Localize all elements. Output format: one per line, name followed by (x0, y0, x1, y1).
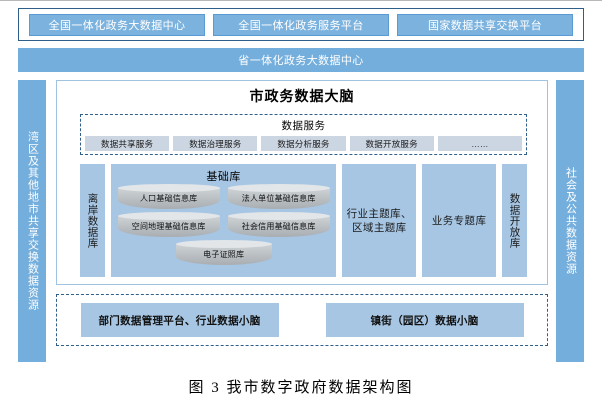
left-side-column-bay-area-resources: 湾区及其他地市共享交换数据资源 (18, 80, 46, 362)
data-services-title: 数据服务 (281, 120, 326, 132)
base-database-box: 基础库 人口基础信息库 法人单位基础信息库 空间地理基 (111, 164, 337, 277)
industry-and-regional-theme-database-box: 行业主题库、区域主题库 (342, 164, 417, 277)
open-data-database-box: 数据开放库 (502, 164, 528, 277)
national-platform-item-1: 全国一体化政务服务平台 (213, 13, 389, 36)
national-platform-item-2: 国家数据共享交换平台 (397, 13, 573, 36)
figure-caption: 图 3 我市数字政府数据架构图 (188, 380, 414, 396)
database-cylinder-icon-e-certificate: 电子证照库 (175, 240, 272, 265)
data-service-chip-label-0: 数据共享服务 (101, 138, 154, 149)
national-platform-label-2: 国家数据共享交换平台 (428, 19, 542, 32)
database-cylinder-label-2: 空间地理基础信息库 (131, 222, 206, 231)
database-cylinder-icon-geospatial: 空间地理基础信息库 (117, 212, 220, 237)
industry-and-regional-theme-database-label: 行业主题库、区域主题库 (346, 207, 412, 234)
data-service-chip-label-4: …… (471, 138, 489, 149)
town-park-data-brain-label: 镇街（园区）数据小脑 (370, 314, 479, 327)
database-cylinder-label-4: 电子证照库 (203, 250, 245, 259)
offshore-database-label: 离岸数据库 (86, 192, 99, 249)
data-service-chip-2: 数据分析服务 (261, 136, 346, 151)
open-data-database-label: 数据开放库 (508, 192, 521, 249)
town-park-data-brain-chip: 镇街（园区）数据小脑 (325, 303, 524, 337)
department-data-platform-chip: 部门数据管理平台、行业数据小脑 (80, 303, 279, 337)
national-platform-label-1: 全国一体化政务服务平台 (238, 19, 364, 32)
department-data-platform-label: 部门数据管理平台、行业数据小脑 (98, 314, 261, 327)
repository-row: 离岸数据库 基础库 人口基础信息库 法人单位基础信息库 (80, 164, 528, 277)
data-service-chip-label-3: 数据开放服务 (365, 138, 418, 149)
right-side-column-public-data-resources: 社会及公共数据资源 (556, 80, 584, 362)
database-cylinder-label-1: 法人单位基础信息库 (241, 194, 316, 203)
data-services-block: 数据服务 数据共享服务 数据治理服务 数据分析服务 数据开放服务 (80, 114, 527, 155)
department-and-town-layer-block: 部门数据管理平台、行业数据小脑 镇街（园区）数据小脑 (56, 294, 548, 346)
data-service-chip-3: 数据开放服务 (349, 136, 434, 151)
database-cylinder-icon-social-credit: 社会信用基础信息库 (227, 212, 330, 237)
left-side-column-label: 湾区及其他地市共享交换数据资源 (26, 131, 39, 311)
offshore-database-box: 离岸数据库 (80, 164, 105, 277)
national-platform-label-0: 全国一体化政务大数据中心 (48, 19, 186, 32)
data-service-chip-label-1: 数据治理服务 (189, 138, 242, 149)
base-database-cylinder-line-3: 电子证照库 (117, 240, 330, 265)
database-cylinder-icon-legal-entity: 法人单位基础信息库 (227, 184, 330, 209)
page-top-rule (0, 0, 602, 1)
national-platform-item-0: 全国一体化政务大数据中心 (29, 13, 205, 36)
database-cylinder-label-3: 社会信用基础信息库 (241, 222, 316, 231)
base-database-title: 基础库 (206, 171, 241, 183)
base-database-cylinder-line-2: 空间地理基础信息库 社会信用基础信息库 (117, 212, 330, 237)
national-platform-row: 全国一体化政务大数据中心 全国一体化政务服务平台 国家数据共享交换平台 (18, 8, 584, 41)
data-service-chip-1: 数据治理服务 (173, 136, 258, 151)
data-service-chip-0: 数据共享服务 (85, 136, 170, 151)
business-topic-database-box: 业务专题库 (422, 164, 497, 277)
database-cylinder-icon-population: 人口基础信息库 (117, 184, 220, 209)
base-database-cylinder-grid: 人口基础信息库 法人单位基础信息库 空间地理基础信息库 社会信用基础信息 (111, 184, 336, 265)
database-cylinder-label-0: 人口基础信息库 (139, 194, 198, 203)
business-topic-database-label: 业务专题库 (431, 214, 487, 227)
city-data-brain-title: 市政务数据大脑 (249, 88, 355, 104)
data-service-chip-4-ellipsis: …… (437, 136, 523, 151)
data-services-chip-row: 数据共享服务 数据治理服务 数据分析服务 数据开放服务 …… (81, 133, 526, 151)
city-data-brain-frame: 市政务数据大脑 数据服务 数据共享服务 数据治理服务 数据分析服务 数据开放服务 (56, 80, 548, 285)
province-data-center-bar: 省一体化政务大数据中心 (18, 48, 584, 72)
base-database-cylinder-line-1: 人口基础信息库 法人单位基础信息库 (117, 184, 330, 209)
province-data-center-label: 省一体化政务大数据中心 (238, 55, 364, 67)
data-service-chip-label-2: 数据分析服务 (277, 138, 330, 149)
city-level-band: 湾区及其他地市共享交换数据资源 社会及公共数据资源 市政务数据大脑 数据服务 数… (18, 80, 584, 362)
right-side-column-label: 社会及公共数据资源 (564, 167, 577, 275)
